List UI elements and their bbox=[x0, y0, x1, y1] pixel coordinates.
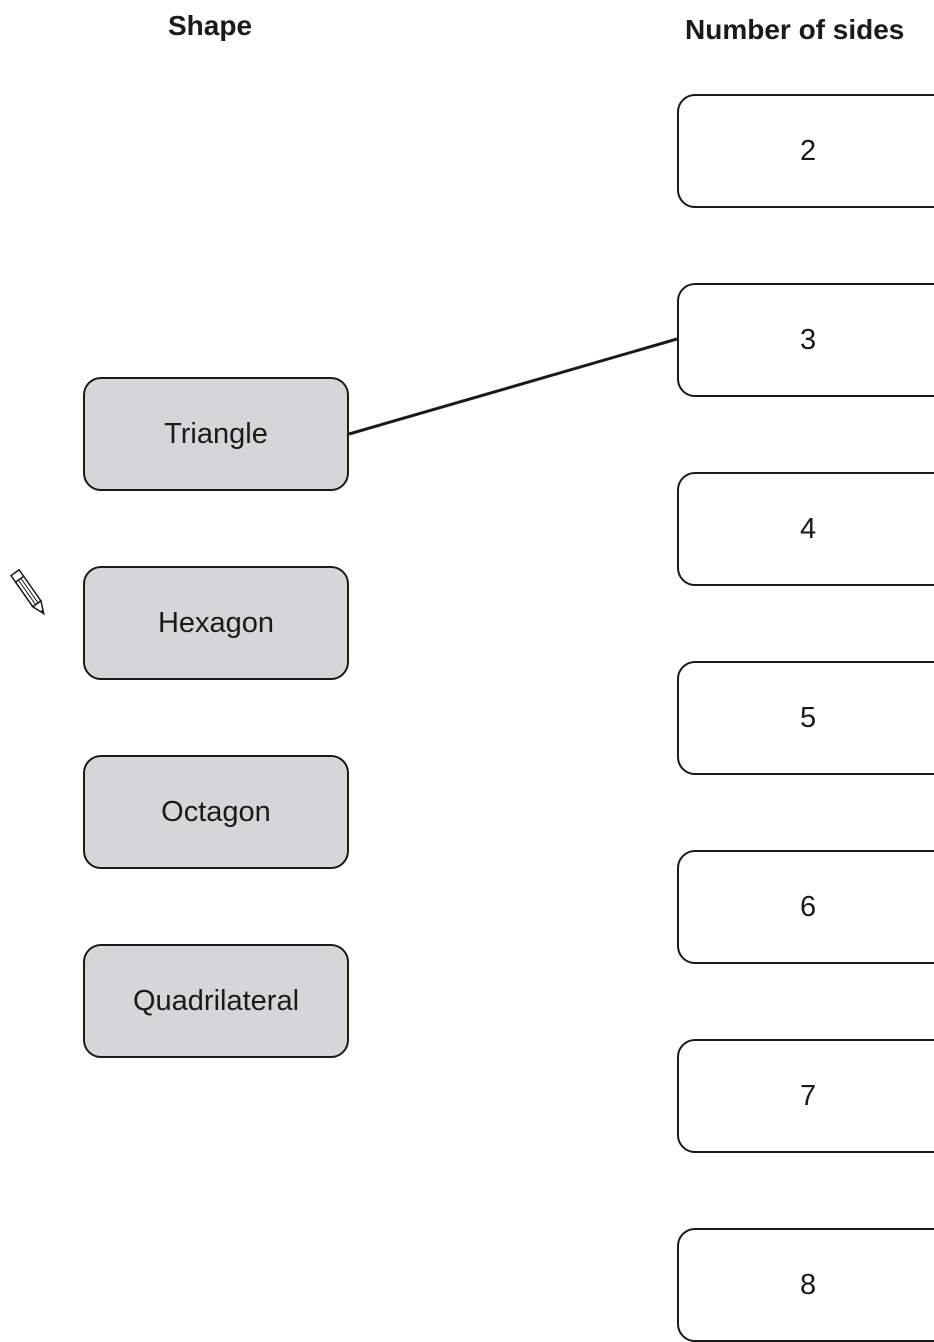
shape-label: Octagon bbox=[161, 795, 271, 828]
sides-value: 7 bbox=[800, 1079, 817, 1112]
sides-box-3[interactable]: 3 bbox=[677, 283, 934, 397]
sides-value: 8 bbox=[800, 1268, 817, 1301]
sides-value: 4 bbox=[800, 512, 817, 545]
sides-box-7[interactable]: 7 bbox=[677, 1039, 934, 1153]
shape-box-quadrilateral[interactable]: Quadrilateral bbox=[83, 944, 349, 1058]
sides-value: 3 bbox=[800, 323, 817, 356]
sides-value: 6 bbox=[800, 890, 817, 923]
sides-column-heading: Number of sides bbox=[685, 14, 905, 45]
shape-box-hexagon[interactable]: Hexagon bbox=[83, 566, 349, 680]
sides-box-2[interactable]: 2 bbox=[677, 94, 934, 208]
shape-box-triangle[interactable]: Triangle bbox=[83, 377, 349, 491]
shape-label: Triangle bbox=[164, 417, 268, 450]
sides-box-5[interactable]: 5 bbox=[677, 661, 934, 775]
shape-label: Quadrilateral bbox=[132, 984, 300, 1017]
shape-box-octagon[interactable]: Octagon bbox=[83, 755, 349, 869]
sides-value: 5 bbox=[800, 701, 817, 734]
sides-value: 2 bbox=[800, 134, 817, 167]
pencil-icon bbox=[9, 568, 45, 616]
shape-column-heading: Shape bbox=[168, 10, 253, 41]
shape-label: Hexagon bbox=[157, 606, 275, 639]
sides-box-4[interactable]: 4 bbox=[677, 472, 934, 586]
sides-box-8[interactable]: 8 bbox=[677, 1228, 934, 1342]
sides-box-6[interactable]: 6 bbox=[677, 850, 934, 964]
